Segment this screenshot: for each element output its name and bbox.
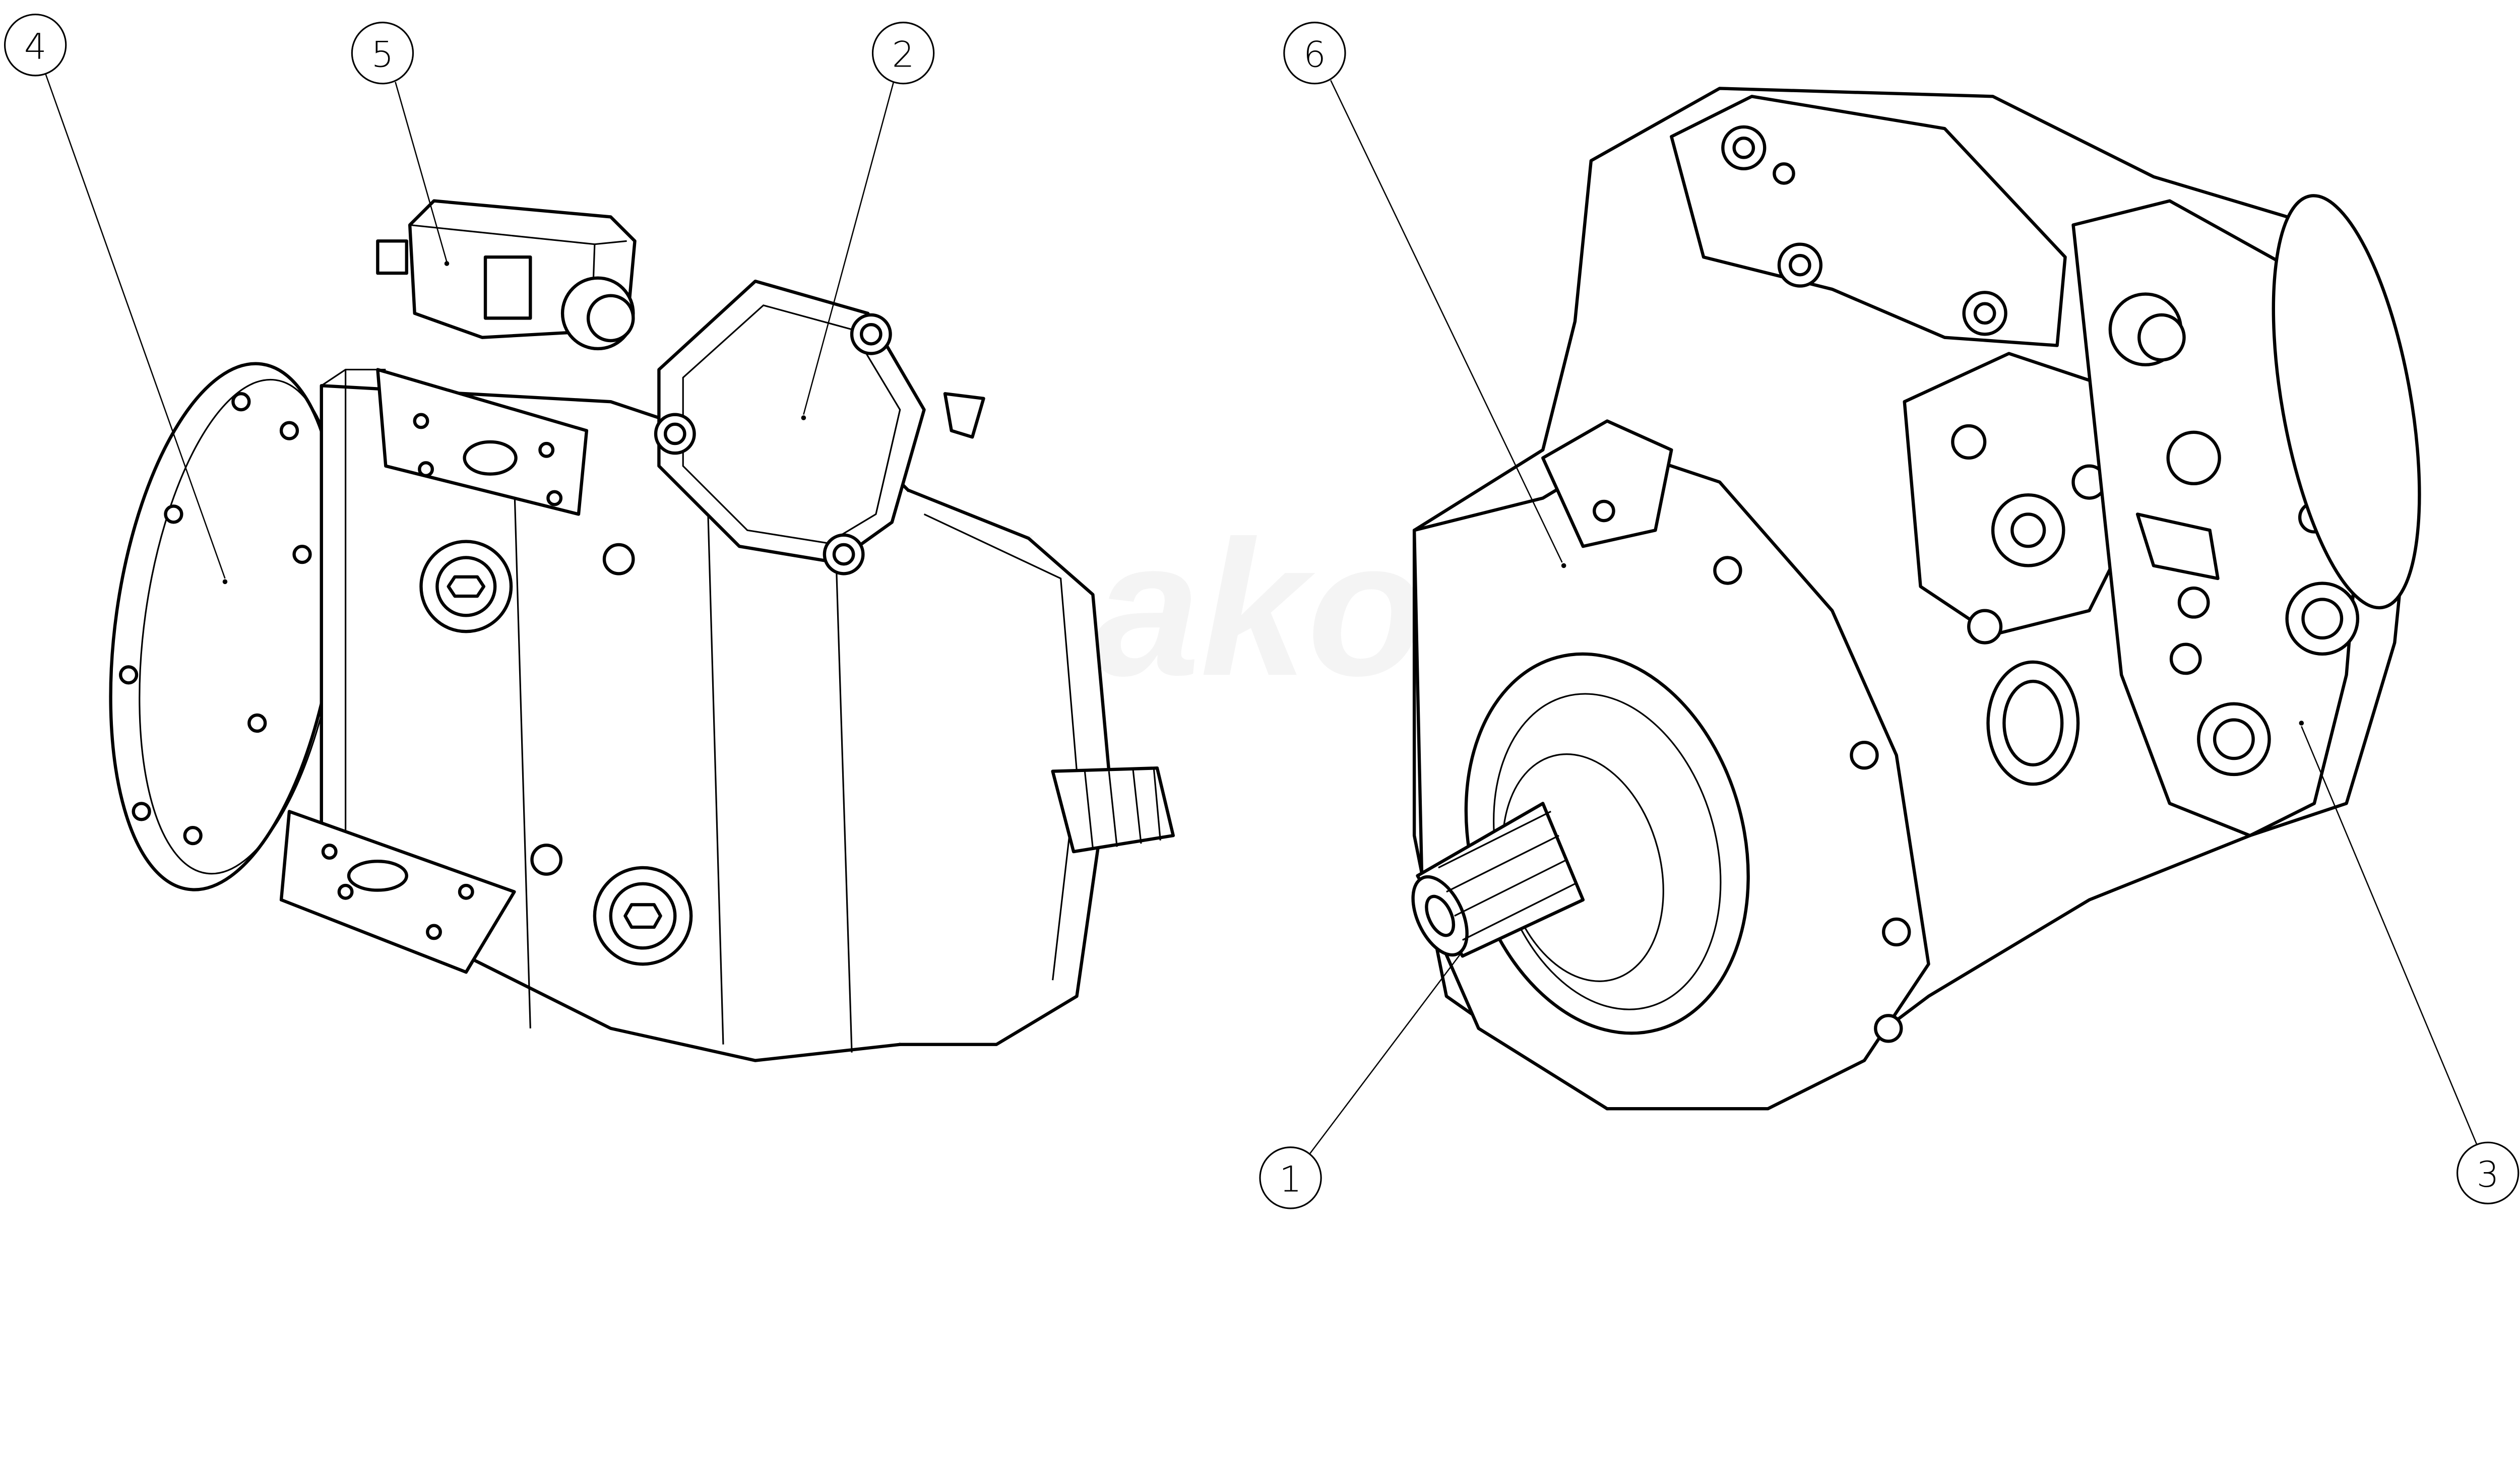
callout-label: 4: [24, 26, 47, 67]
callout-5: 5: [351, 22, 450, 266]
left-pump-view: [109, 199, 1175, 1062]
callout-2: 2: [801, 22, 935, 420]
right-pump-view: [1411, 87, 2421, 1111]
callout-4: 4: [4, 14, 228, 585]
callout-label: 6: [1303, 34, 1326, 75]
callout-label: 5: [371, 34, 394, 75]
pump-drawing: wibakon: [4, 14, 2519, 1209]
callout-6: 6: [1283, 22, 1566, 568]
connector: [483, 255, 532, 320]
callout-label: 1: [1279, 1159, 1302, 1200]
callout-label: 2: [892, 34, 915, 75]
callout-label: 3: [2477, 1154, 2499, 1195]
cover-bolts: [118, 392, 312, 846]
control-block: [1670, 95, 2067, 347]
leader-line: [1309, 950, 1463, 1154]
sensor-block: [1541, 419, 1673, 548]
leader-line: [395, 82, 448, 263]
leader-line: [2301, 726, 2478, 1144]
leader-line: [44, 72, 226, 579]
bottom-bracket: [279, 810, 516, 974]
callout-1: 1: [1259, 950, 1463, 1209]
callout-3: 3: [2299, 721, 2519, 1204]
servo-cover: [657, 279, 926, 564]
leader-line: [803, 82, 895, 415]
leader-line: [1330, 80, 1563, 563]
